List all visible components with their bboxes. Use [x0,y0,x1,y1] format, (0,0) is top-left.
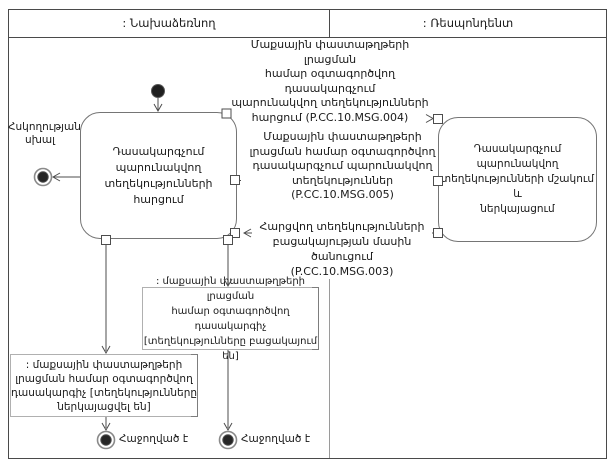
swimlane-divider-top [329,9,330,37]
object-node-info-absent: : մաքսային փաստաթղթերի լրացման համար օգտ… [142,276,319,362]
object-node-info-absent-label: : մաքսային փաստաթղթերի լրացման համար օգտ… [143,275,318,362]
success-label-left: Հաջողված է [119,433,189,445]
message-label-msg003: Հարցվող տեղեկությունների բացակայության մ… [252,219,432,279]
success-label-right: Հաջողված է [241,433,311,445]
lane-label-respondent: : Ռեսպոնդենտ [422,16,514,30]
activity-process-info: Դասակարգչում պարունակվող տեղեկություններ… [438,117,597,242]
object-node-info-presented-label: : մաքսային փաստաթղթերի լրացման համար օգտ… [11,358,198,413]
diagram-frame [8,9,607,459]
message-label-msg004: Մաքսային փաստաթղթերի լրացման համար օգտագ… [225,38,435,125]
activity-request-info-label: Դասակարգչում պարունակվող տեղեկություններ… [104,144,213,206]
activity-process-info-label: Դասակարգչում պարունակվող տեղեկություններ… [440,143,595,215]
swimlane-divider-bottom [329,270,330,458]
control-error-label: Հսկողության սխալ [8,121,81,146]
swimlane-header-border [8,37,607,38]
lane-label-initiator: : Նախաձեռնող [122,16,216,30]
activity-request-info: Դասակարգչում պարունակվող տեղեկություններ… [80,112,237,239]
object-node-info-presented: : մաքսային փաստաթղթերի լրացման համար օգտ… [10,354,198,417]
message-label-msg005: Մաքսային փաստաթղթերի լրացման համար օգտագ… [241,130,444,203]
